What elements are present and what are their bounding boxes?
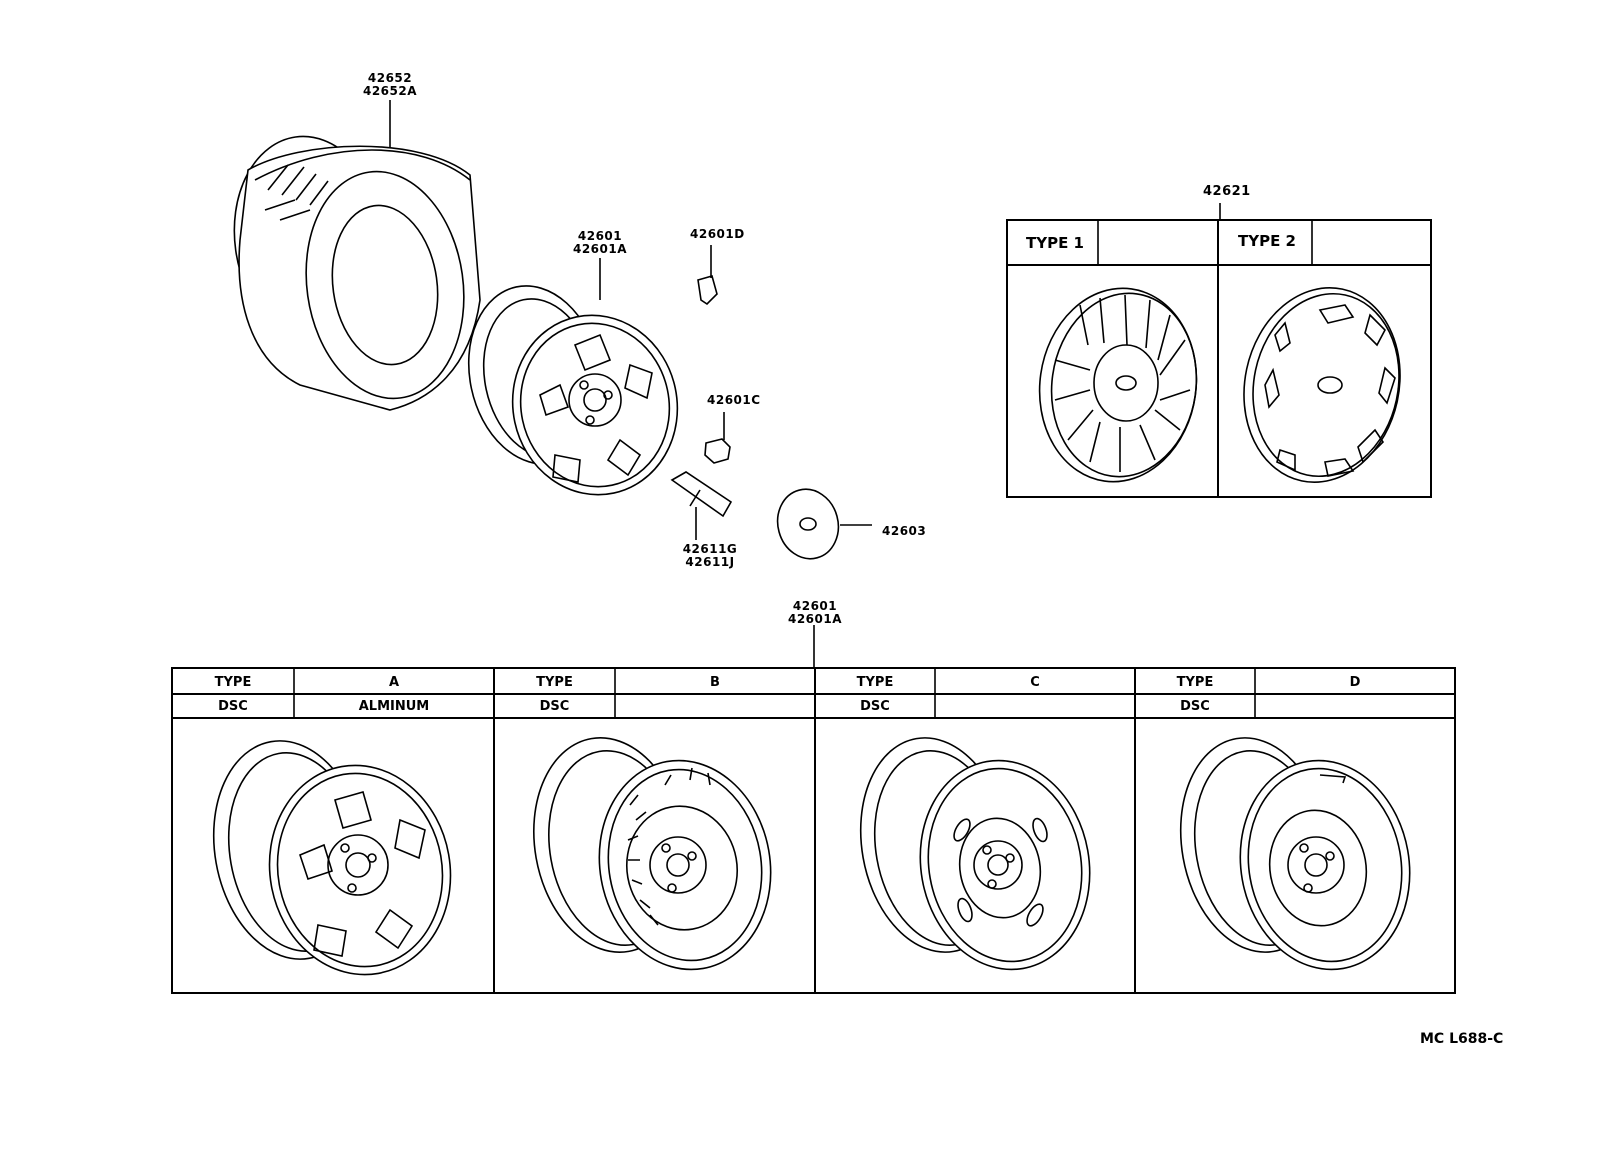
col-b-type-value: B: [710, 675, 720, 690]
cover-type-2-label: TYPE 2: [1238, 232, 1296, 250]
callout-wheel-bottom-part-alt: 42601A: [787, 612, 843, 626]
wheel-type-a-illustration: [212, 740, 452, 976]
cover-type-1-label: TYPE 1: [1026, 234, 1084, 252]
callout-valve-part-alt: 42611J: [685, 555, 735, 569]
callout-wheel-cover: 42621: [1203, 184, 1251, 199]
col-a-dsc-label: DSC: [218, 699, 248, 714]
col-a-dsc-value: ALMINUM: [358, 699, 430, 714]
col-d-type-label: TYPE: [1176, 675, 1214, 690]
callout-tire: 42652 42652A: [360, 72, 420, 98]
col-a-type-value: A: [388, 675, 400, 690]
col-b-dsc-label: DSC: [539, 699, 570, 714]
wheel-type-table: [171, 667, 1456, 994]
callout-wheel-top-part: 42601: [577, 229, 623, 243]
wheel-cover-table: [1006, 203, 1432, 498]
wheel-cover-type1-illustration: [1038, 287, 1198, 483]
callout-tire-part-alt: 42652A: [362, 84, 418, 98]
callout-wheel-top-part-alt: 42601A: [572, 242, 628, 256]
center-cap-illustration: [776, 488, 872, 560]
wheel-top-illustration: [467, 258, 679, 496]
col-d-dsc-label: DSC: [1180, 699, 1210, 714]
valve-illustration: [670, 471, 733, 540]
callout-wheel-bottom-part: 42601: [792, 599, 838, 613]
callout-valve-cap: 42601D: [690, 227, 745, 241]
col-d-type-value: D: [1349, 675, 1361, 690]
wheel-type-b-illustration: [532, 737, 772, 971]
callout-wheel-top: 42601 42601A: [570, 230, 630, 256]
callout-nut: 42601C: [707, 393, 761, 407]
wheel-type-d-illustration: [1179, 737, 1411, 971]
valve-cap-illustration: [697, 245, 718, 306]
nut-illustration: [704, 412, 731, 464]
callout-tire-part: 42652: [367, 71, 413, 85]
col-a-type-label: TYPE: [214, 675, 252, 690]
callout-wheel-bottom: 42601 42601A: [785, 600, 845, 626]
callout-center-cap: 42603: [882, 524, 927, 538]
col-c-dsc-label: DSC: [860, 699, 890, 714]
col-b-type-label: TYPE: [536, 675, 573, 690]
callout-valve-part: 42611G: [682, 542, 738, 556]
diagram-reference-code: MC L688-C: [1420, 1031, 1504, 1047]
wheel-cover-type2-illustration: [1243, 287, 1401, 483]
callout-valve: 42611G 42611J: [680, 543, 740, 569]
wheel-type-c-illustration: [859, 737, 1091, 971]
col-c-type-label: TYPE: [856, 675, 894, 690]
tire-illustration: [233, 100, 481, 411]
col-c-type-value: C: [1030, 675, 1040, 690]
